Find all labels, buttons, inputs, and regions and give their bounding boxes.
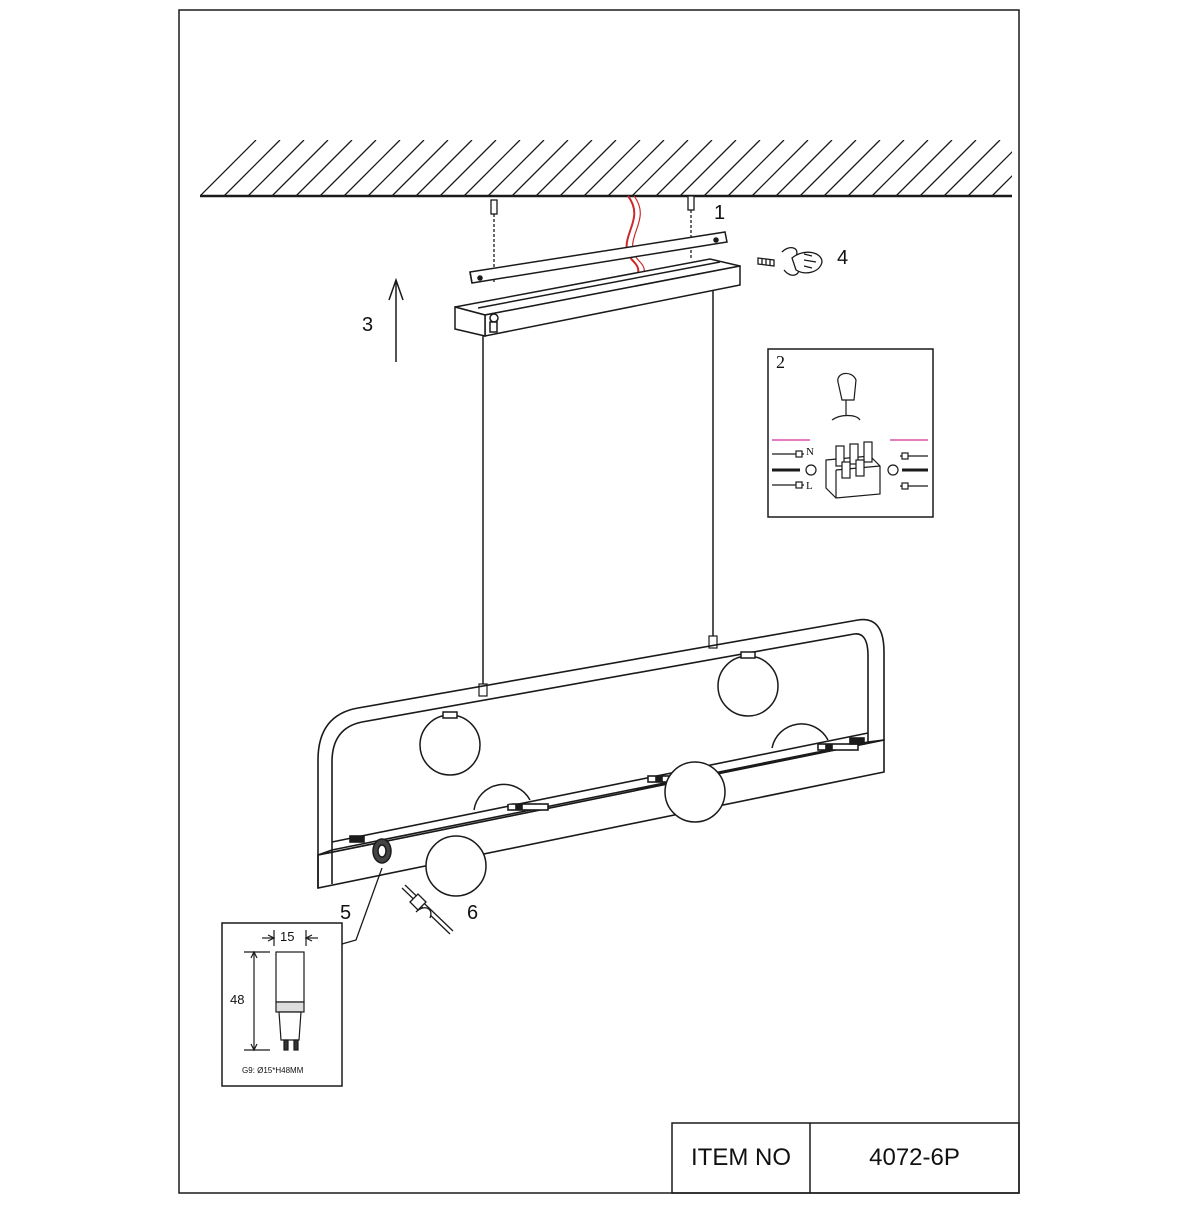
leader-line-5 [341, 867, 383, 945]
ceiling [200, 140, 1012, 198]
bulb-width-label: 15 [280, 929, 295, 944]
globe-1 [419, 714, 481, 776]
globe-6 [425, 835, 487, 897]
step-6-label: 6 [467, 902, 479, 924]
wiring-inset [767, 348, 934, 518]
mounting-bar [469, 231, 728, 284]
ceiling-screw-left [490, 199, 498, 284]
ceiling-screw-right [687, 195, 695, 258]
step-4-label: 4 [837, 247, 849, 269]
sheet-border [178, 9, 1020, 1194]
canopy-screw-icon [757, 246, 823, 276]
globe-2 [717, 655, 779, 717]
screwdriver-icon [401, 884, 454, 935]
bulb-spec-label: G9: Ø15*H48MM [242, 1066, 304, 1075]
title-block [671, 1122, 1020, 1194]
step-5-label: 5 [340, 902, 352, 924]
globe-4 [771, 723, 829, 749]
globe-5 [664, 761, 726, 823]
bulb-inset [221, 922, 343, 1087]
glass-globes [419, 651, 829, 897]
lift-arrow [388, 277, 404, 362]
globe-3 [473, 783, 531, 811]
live-terminal-label: L [806, 480, 813, 492]
neutral-terminal-label: N [806, 446, 814, 458]
step-2-label: 2 [776, 352, 785, 372]
item-no-label: ITEM NO [691, 1144, 791, 1171]
bulb-socket [372, 838, 392, 864]
step-1-label: 1 [714, 202, 726, 224]
bulb-height-label: 48 [230, 992, 245, 1007]
canopy [454, 258, 741, 337]
item-no-value: 4072-6P [869, 1144, 960, 1171]
luminaire-frame [317, 618, 885, 889]
step-3-label: 3 [362, 314, 374, 336]
